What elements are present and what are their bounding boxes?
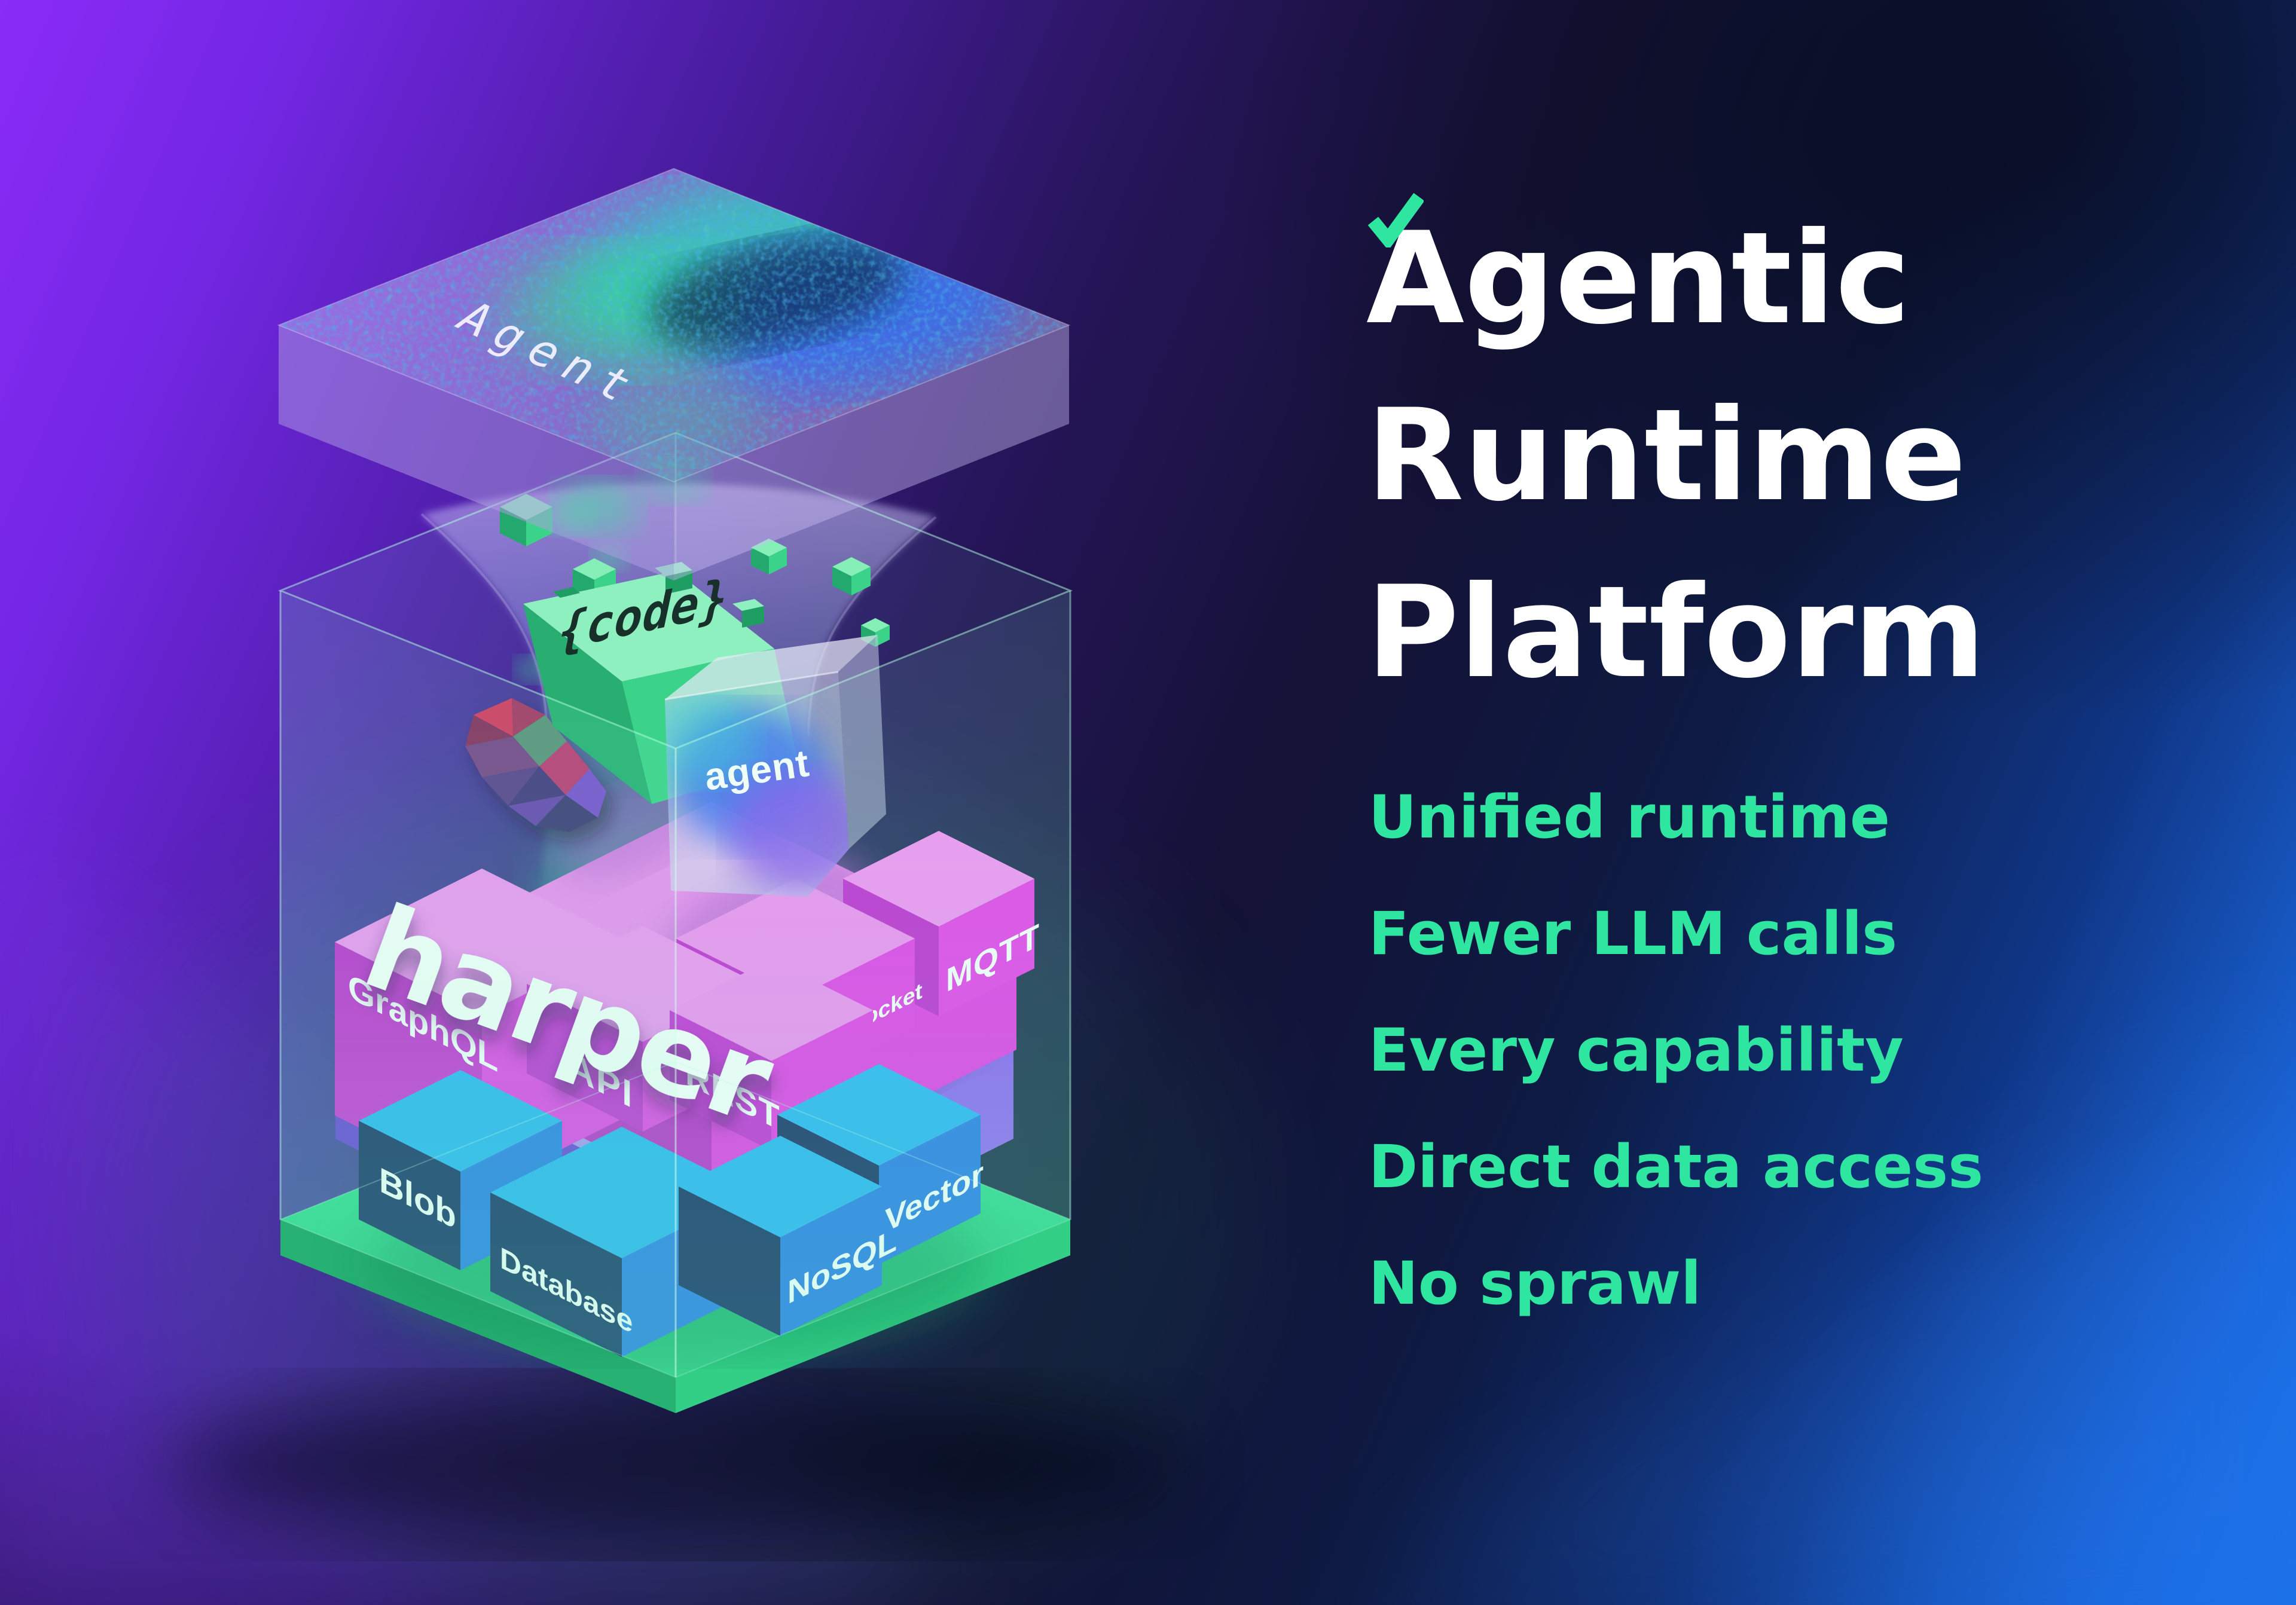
checklist-label: Direct data access — [1369, 1133, 1983, 1202]
checklist-label: Unified runtime — [1369, 783, 1891, 852]
ground-shadow — [173, 1384, 1178, 1545]
content-panel: Agentic Runtime Platform Unified runtime… — [1366, 190, 2191, 1366]
mini-cube — [751, 539, 787, 574]
checklist-label: Every capability — [1369, 1016, 1904, 1085]
checklist-item-fewer-llm-calls: Fewer LLM calls — [1367, 193, 2191, 968]
checklist-item-direct-data-access: Direct data access — [1367, 193, 2191, 1202]
title-line-1: Agentic — [1366, 204, 1911, 352]
feature-checklist: Unified runtime Fewer LLM calls Every ca… — [1367, 193, 2191, 1318]
checklist-item-every-capability: Every capability — [1367, 193, 2191, 1085]
checklist-label: No sprawl — [1369, 1249, 1702, 1318]
title-line-3: Platform — [1366, 558, 1986, 706]
light-beam-right — [1345, 1016, 2296, 1605]
checklist-item-unified-runtime: Unified runtime — [1367, 193, 2191, 852]
mini-cube — [832, 557, 871, 595]
platform-illustration: Cache In-Memory GraphQL MQTT — [277, 167, 1073, 1413]
title-line-2: Runtime — [1366, 381, 1967, 529]
checklist-item-no-sprawl: No sprawl — [1367, 193, 2191, 1318]
nebula-texture — [279, 169, 1069, 482]
checklist-label: Fewer LLM calls — [1369, 900, 1898, 968]
page-title: Agentic Runtime Platform — [1366, 190, 2191, 721]
glass-box-front — [277, 432, 1073, 1378]
check-icon — [1367, 193, 1424, 247]
agent-plane: Agent — [277, 167, 1071, 580]
